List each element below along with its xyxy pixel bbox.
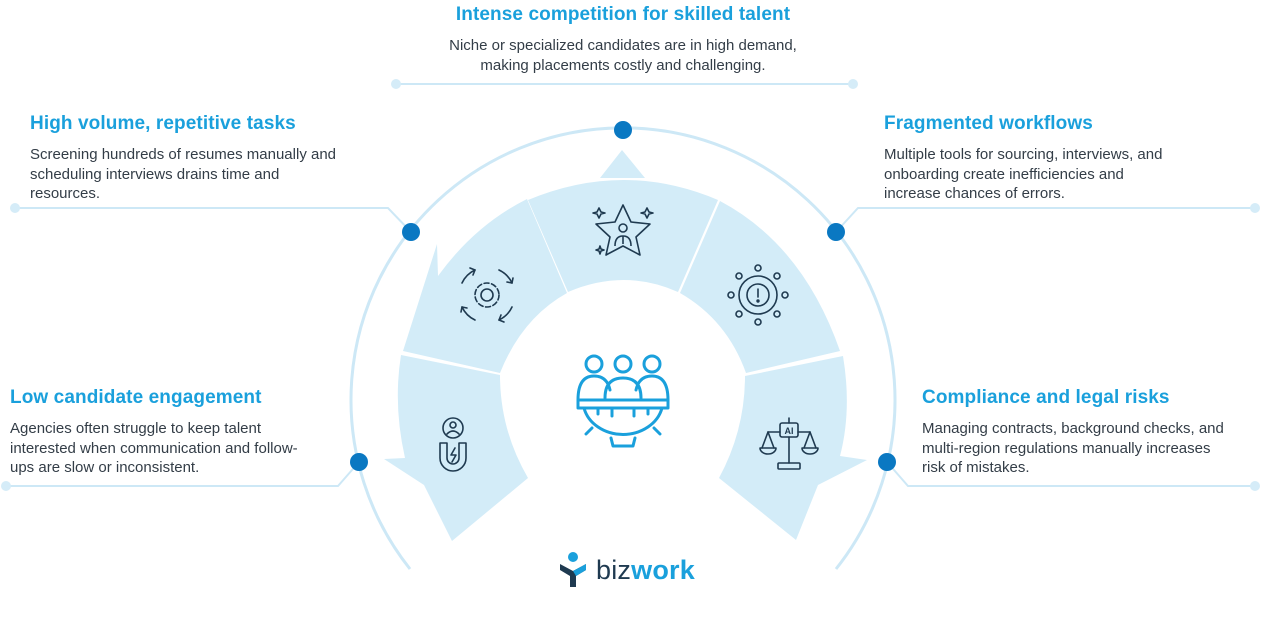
segment-upper-right bbox=[680, 201, 840, 373]
marker-dot-lower-right bbox=[878, 453, 896, 471]
segment-upper-left bbox=[403, 199, 567, 373]
bizwork-logo: bizwork bbox=[558, 550, 695, 590]
end-dot bbox=[391, 79, 401, 89]
gear-alert-icon bbox=[727, 264, 789, 326]
magnet-person-icon bbox=[439, 417, 467, 472]
block-description: Screening hundreds of resumes manually a… bbox=[30, 146, 337, 202]
logo-wordmark: bizwork bbox=[596, 555, 695, 585]
block-upper-right: Fragmented workflows Multiple tools for … bbox=[884, 113, 1244, 204]
ai-scale-icon: AI bbox=[759, 417, 819, 470]
block-title: Low candidate engagement bbox=[10, 387, 262, 408]
connector-upper-left bbox=[15, 207, 412, 233]
team-gear-icon bbox=[576, 354, 670, 448]
block-title: Compliance and legal risks bbox=[922, 387, 1170, 408]
block-title: High volume, repetitive tasks bbox=[30, 113, 296, 134]
bizwork-logo-icon bbox=[560, 552, 586, 587]
end-dot bbox=[1250, 481, 1260, 491]
end-dot bbox=[1250, 203, 1260, 213]
block-title: Intense competition for skilled talent bbox=[455, 4, 791, 25]
block-lower-left: Low candidate engagement Agencies often … bbox=[10, 387, 370, 478]
marker-dot-upper-left bbox=[402, 223, 420, 241]
block-description: Managing contracts, background checks, a… bbox=[922, 420, 1224, 476]
segment-lower-right bbox=[719, 356, 867, 540]
connector-end-dots bbox=[1, 79, 1260, 491]
connector-lines bbox=[6, 83, 1255, 487]
connector-lower-right bbox=[886, 461, 1255, 487]
block-description: Niche or specialized candidates are in h… bbox=[449, 37, 797, 74]
marker-dot-top bbox=[614, 121, 632, 139]
end-dot bbox=[1, 481, 11, 491]
block-upper-left: High volume, repetitive tasks Screening … bbox=[30, 113, 390, 204]
logo-text-work: work bbox=[631, 555, 695, 585]
block-lower-right: Compliance and legal risks Managing cont… bbox=[922, 387, 1252, 478]
marker-dots bbox=[350, 121, 896, 471]
segment-lower-left bbox=[384, 355, 528, 541]
star-person-icon bbox=[592, 204, 654, 256]
end-dot bbox=[10, 203, 20, 213]
end-dot bbox=[848, 79, 858, 89]
marker-dot-lower-left bbox=[350, 453, 368, 471]
connector-upper-right bbox=[835, 207, 1255, 233]
block-description: Multiple tools for sourcing, interviews,… bbox=[884, 146, 1163, 202]
top-pointer bbox=[600, 150, 645, 178]
gear-cycle-icon bbox=[460, 267, 514, 323]
logo-text-biz: biz bbox=[596, 555, 632, 585]
block-title: Fragmented workflows bbox=[884, 113, 1093, 134]
connector-lower-left bbox=[6, 461, 360, 487]
svg-text:AI: AI bbox=[785, 426, 794, 436]
block-top: Intense competition for skilled talent N… bbox=[380, 4, 866, 75]
marker-dot-upper-right bbox=[827, 223, 845, 241]
